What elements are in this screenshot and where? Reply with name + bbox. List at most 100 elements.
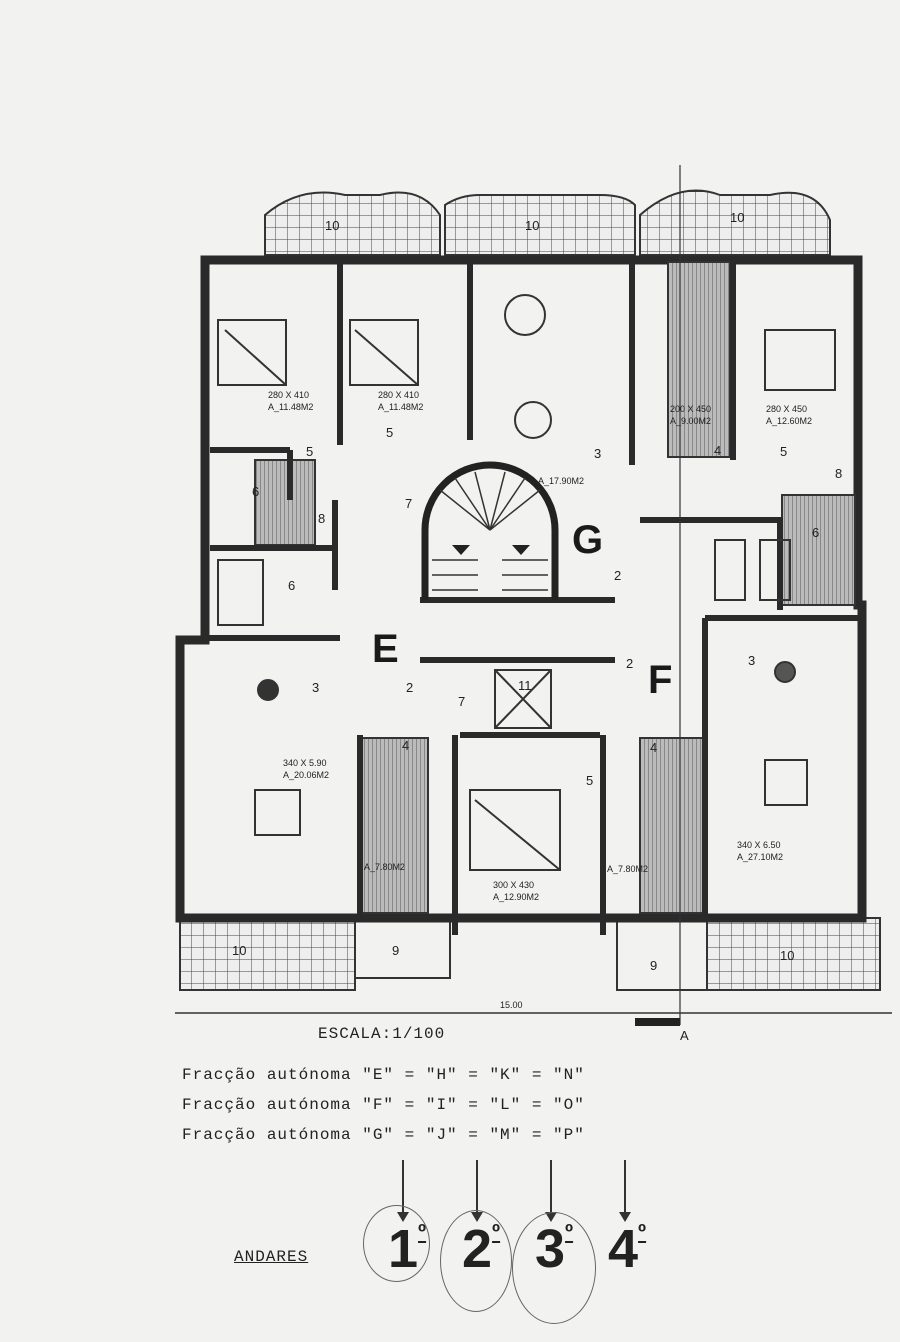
room-number: 5 xyxy=(586,773,593,788)
bath-g-floor xyxy=(781,494,856,606)
room-dims: 340 X 6.50 xyxy=(737,840,781,850)
room-area: A_12.60M2 xyxy=(766,416,812,426)
scale-label: ESCALA:1/100 xyxy=(318,1025,446,1043)
section-marker: A xyxy=(680,1028,689,1043)
room-dims: 280 X 410 xyxy=(268,390,309,400)
floors-label: ANDARES xyxy=(234,1248,309,1266)
terrace-bottom-left xyxy=(354,917,451,979)
room-number: 6 xyxy=(252,484,259,499)
kitchen-g-floor xyxy=(667,261,731,458)
overall-dimension: 15.00 xyxy=(500,1000,523,1010)
plan-element xyxy=(640,517,783,610)
arrow-down-icon xyxy=(620,1160,630,1222)
room-area: A_7.80M2 xyxy=(607,864,648,874)
room-number: 3 xyxy=(748,653,755,668)
room-area: A_11.48M2 xyxy=(268,402,313,412)
room-number: 8 xyxy=(835,466,842,481)
plan-element xyxy=(217,319,287,386)
room-area: A_27.10M2 xyxy=(737,852,783,862)
plan-element xyxy=(489,489,541,531)
plan-element xyxy=(349,319,419,386)
kitchen-e-floor xyxy=(361,737,429,914)
room-area: A_20.06M2 xyxy=(283,770,329,780)
room-dims: 280 X 410 xyxy=(378,390,419,400)
unit-equivalence-line: Fracção autónoma "F" = "I" = "L" = "O" xyxy=(182,1096,585,1114)
hand-drawn-circle xyxy=(363,1205,430,1282)
unit-letter-g: G xyxy=(572,518,603,562)
plan-element xyxy=(714,539,746,601)
room-area: A_17.90M2 xyxy=(538,476,584,486)
plan-element xyxy=(224,329,287,386)
floor-1: 1º xyxy=(388,1219,427,1279)
bath-e-floor xyxy=(254,459,316,546)
room-number: 4 xyxy=(650,740,657,755)
room-labels: 280 X 410 A_11.48M2 5 280 X 410 A_11.48M… xyxy=(232,210,842,973)
hand-drawn-circle xyxy=(512,1212,596,1324)
room-dims: 200 X 450 xyxy=(670,404,711,414)
plan-element xyxy=(764,759,808,806)
stair-arrow-right-icon xyxy=(512,545,530,555)
unit-equivalence-line: Fracção autónoma "E" = "H" = "K" = "N" xyxy=(182,1066,585,1084)
room-number: 4 xyxy=(402,738,409,753)
room-number: 6 xyxy=(288,578,295,593)
exterior-wall xyxy=(175,255,867,923)
room-number: 2 xyxy=(614,568,621,583)
room-number: 2 xyxy=(626,656,633,671)
hand-drawn-circle xyxy=(440,1210,512,1312)
terrace-bottom-right xyxy=(616,917,708,991)
elevator xyxy=(494,669,552,729)
floor-3: 3º xyxy=(535,1219,574,1279)
room-dims: 300 X 430 xyxy=(493,880,534,890)
room-number: 7 xyxy=(405,496,412,511)
balcony-top-left xyxy=(264,191,441,256)
balcony-top-right xyxy=(639,189,831,256)
plan-element xyxy=(774,661,796,683)
room-number: 7 xyxy=(458,694,465,709)
room-number: 6 xyxy=(812,525,819,540)
room-area: A_7.80M2 xyxy=(364,862,405,872)
elevator-cross xyxy=(494,669,552,729)
kitchen-f-floor xyxy=(639,737,706,914)
unit-equivalence-line: Fracção autónoma "G" = "J" = "M" = "P" xyxy=(182,1126,585,1144)
room-number: 8 xyxy=(318,511,325,526)
room-number: 5 xyxy=(306,444,313,459)
plan-element xyxy=(257,679,279,701)
plan-element xyxy=(514,401,552,439)
floor-2: 2º xyxy=(462,1219,501,1279)
plan-element xyxy=(489,471,506,531)
room-number: 10 xyxy=(730,210,744,225)
room-number: 9 xyxy=(392,943,399,958)
room-number: 5 xyxy=(780,444,787,459)
stair-arch xyxy=(421,461,559,600)
plan-element xyxy=(217,559,264,626)
room-number: 3 xyxy=(594,446,601,461)
plan-element xyxy=(439,489,491,531)
plan-element xyxy=(489,477,526,531)
balcony-top-center xyxy=(444,194,636,256)
section-marker-arrow xyxy=(635,1018,680,1026)
room-dims: 280 X 450 xyxy=(766,404,807,414)
plan-element xyxy=(504,294,546,336)
stair-arrow-left-icon xyxy=(452,545,470,555)
unit-letter-f: F xyxy=(648,658,672,702)
room-number: 9 xyxy=(650,958,657,973)
stair-steps xyxy=(432,471,548,591)
plan-element xyxy=(354,329,419,386)
room-number: 11 xyxy=(518,678,532,693)
room-dims: 340 X 5.90 xyxy=(283,758,327,768)
arrow-down-icon xyxy=(546,1160,556,1222)
floor-4: 4º xyxy=(608,1219,647,1279)
room-number: 10 xyxy=(525,218,539,233)
room-number: 5 xyxy=(386,425,393,440)
room-number: 4 xyxy=(714,443,721,458)
plan-element xyxy=(474,799,561,871)
room-area: A_9.00M2 xyxy=(670,416,711,426)
plan-element xyxy=(454,477,491,531)
unit-letter-e: E xyxy=(372,627,399,671)
room-number: 2 xyxy=(406,680,413,695)
plan-element xyxy=(469,789,561,871)
room-number: 10 xyxy=(232,943,246,958)
room-number: 10 xyxy=(325,218,339,233)
plan-element xyxy=(764,329,836,391)
